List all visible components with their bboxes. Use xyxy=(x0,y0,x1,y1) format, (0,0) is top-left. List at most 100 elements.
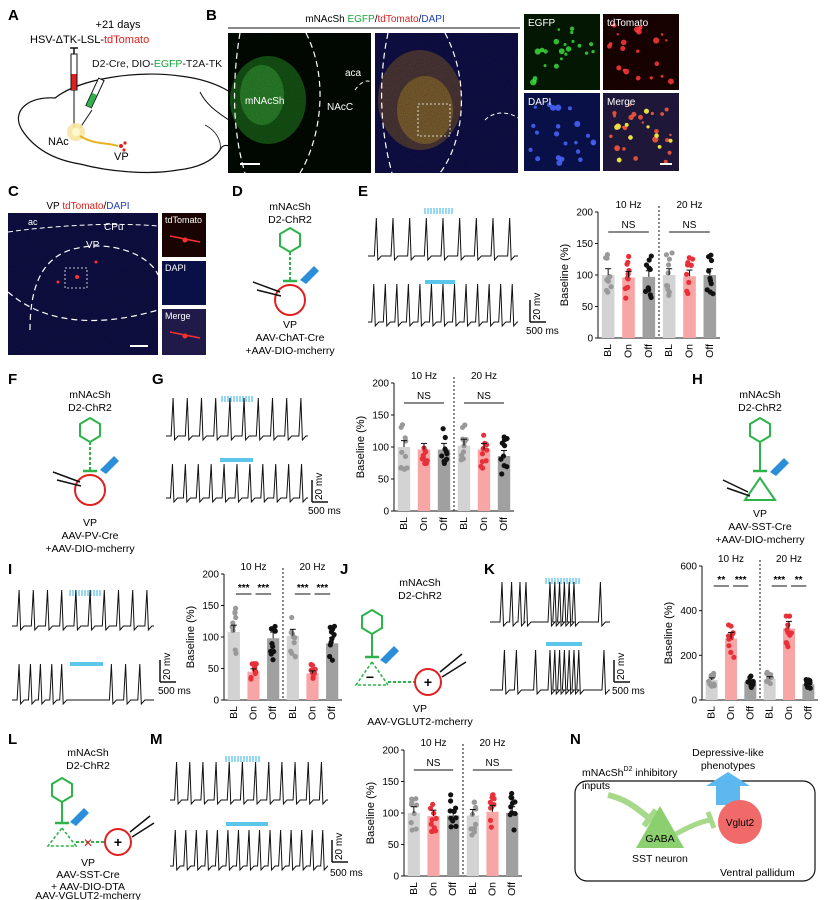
panel-g-labels: G 20 mv 500 ms xyxy=(152,371,341,517)
data-point xyxy=(248,676,254,682)
data-point xyxy=(487,799,493,805)
data-point xyxy=(453,815,459,821)
sig-label: NS xyxy=(683,220,697,231)
x-tick-label: On xyxy=(623,344,635,358)
x-tick-label: Off xyxy=(704,344,716,358)
data-point xyxy=(268,651,274,657)
data-point xyxy=(420,452,426,459)
bar xyxy=(802,684,815,700)
data-point xyxy=(327,624,333,630)
data-point xyxy=(747,674,753,681)
sig-label: *** xyxy=(238,583,250,594)
x-tick-label: Off xyxy=(744,706,756,720)
i-scale-y: 20 mv xyxy=(162,653,173,680)
x-tick-label: Off xyxy=(326,706,338,720)
sig-label: *** xyxy=(297,583,309,594)
y-tick-label: 150 xyxy=(576,239,593,250)
x-tick-label: On xyxy=(478,517,490,531)
bar xyxy=(286,635,299,700)
group-label: 20 Hz xyxy=(299,562,325,573)
c-title: VP tdTomato/DAPI xyxy=(46,201,129,212)
syringe-red-icon xyxy=(70,47,78,128)
bar xyxy=(397,447,411,511)
panel-n: N mNAcShD2 inhibitory inputs Depressive-… xyxy=(570,731,816,882)
n-vglut2-neuron-icon xyxy=(718,800,762,844)
data-point xyxy=(688,262,694,269)
b-tile-label-egfp: EGFP xyxy=(528,18,556,29)
trace-line xyxy=(166,463,308,504)
m-scale-x: 500 ms xyxy=(330,868,363,879)
y-axis-label: Baseline (%) xyxy=(185,606,197,668)
data-point xyxy=(483,442,490,448)
data-point xyxy=(458,457,464,463)
panel-f: F mNAcSh D2-ChR2 VP AAV-PV-Cre +AAV-DIO-… xyxy=(8,371,135,555)
bar xyxy=(326,643,339,700)
data-point xyxy=(252,670,258,677)
sig-label: NS xyxy=(486,758,500,769)
h-bot2: AAV-SST-Cre xyxy=(728,521,792,533)
data-point xyxy=(684,288,690,294)
data-point xyxy=(448,792,454,798)
panel-label-h: H xyxy=(692,371,703,388)
trace-line xyxy=(368,217,518,262)
n-up-arrow-icon xyxy=(706,772,750,805)
sig-label: ** xyxy=(795,575,803,586)
trace-line xyxy=(12,589,154,632)
data-point xyxy=(444,451,450,457)
data-point xyxy=(626,253,632,260)
group-label: 10 Hz xyxy=(718,554,744,565)
data-point xyxy=(504,464,510,470)
n-input-path xyxy=(607,792,654,823)
data-point xyxy=(690,256,696,262)
data-point xyxy=(728,623,734,629)
sig-label: NS xyxy=(417,391,431,402)
bar xyxy=(683,276,696,338)
b-region-mnacsh: mNAcSh xyxy=(245,96,284,107)
y-tick-label: 150 xyxy=(202,601,219,612)
x-tick-label: BL xyxy=(228,706,240,719)
syringe-green-icon xyxy=(79,77,105,129)
data-point xyxy=(728,649,734,655)
panel-m-labels: M 20 mv 500 ms xyxy=(150,731,363,879)
data-point xyxy=(428,821,434,827)
panel-label-e: E xyxy=(358,183,368,200)
data-point xyxy=(440,426,446,432)
y-axis-label: Baseline (%) xyxy=(663,602,675,664)
light-stim-bar xyxy=(220,458,253,462)
data-point xyxy=(663,252,670,258)
data-point xyxy=(509,795,515,801)
data-point xyxy=(686,279,692,285)
l-bot4: AAV-VGLUT2-mcherry xyxy=(35,890,141,900)
data-point xyxy=(328,639,334,645)
panel-e-labels: E 20 mv 500 ms xyxy=(358,183,559,337)
panel-label-c: C xyxy=(8,183,19,200)
f-top2: D2-ChR2 xyxy=(68,402,112,414)
n-vp-box xyxy=(574,780,816,882)
h-top1: mNAcSh xyxy=(739,389,781,401)
x-tick-label: Off xyxy=(802,706,814,720)
data-point xyxy=(402,435,408,441)
b-title: mNAcSh EGFP/tdTomato/DAPI xyxy=(305,14,445,25)
e-scale-x: 500 ms xyxy=(526,326,559,337)
bar xyxy=(447,815,460,876)
traces xyxy=(12,208,610,872)
data-point xyxy=(469,832,475,838)
data-point xyxy=(230,620,236,626)
data-point xyxy=(472,804,479,810)
y-tick-label: 200 xyxy=(202,570,219,581)
panel-a: A +21 days HSV-ΔTK-LSL-tdTomato D2-Cre, … xyxy=(8,7,254,174)
data-point xyxy=(788,630,794,636)
data-point xyxy=(269,626,276,632)
data-point xyxy=(471,825,478,831)
data-point xyxy=(607,273,613,280)
data-point xyxy=(429,817,435,823)
n-input-label: mNAcShD2 inhibitory xyxy=(582,766,678,779)
data-point xyxy=(622,285,628,292)
x-tick-label: On xyxy=(783,706,795,720)
f-top1: mNAcSh xyxy=(69,389,111,401)
y-tick-label: 50 xyxy=(208,664,220,675)
data-point xyxy=(750,678,756,685)
data-point xyxy=(289,650,295,656)
